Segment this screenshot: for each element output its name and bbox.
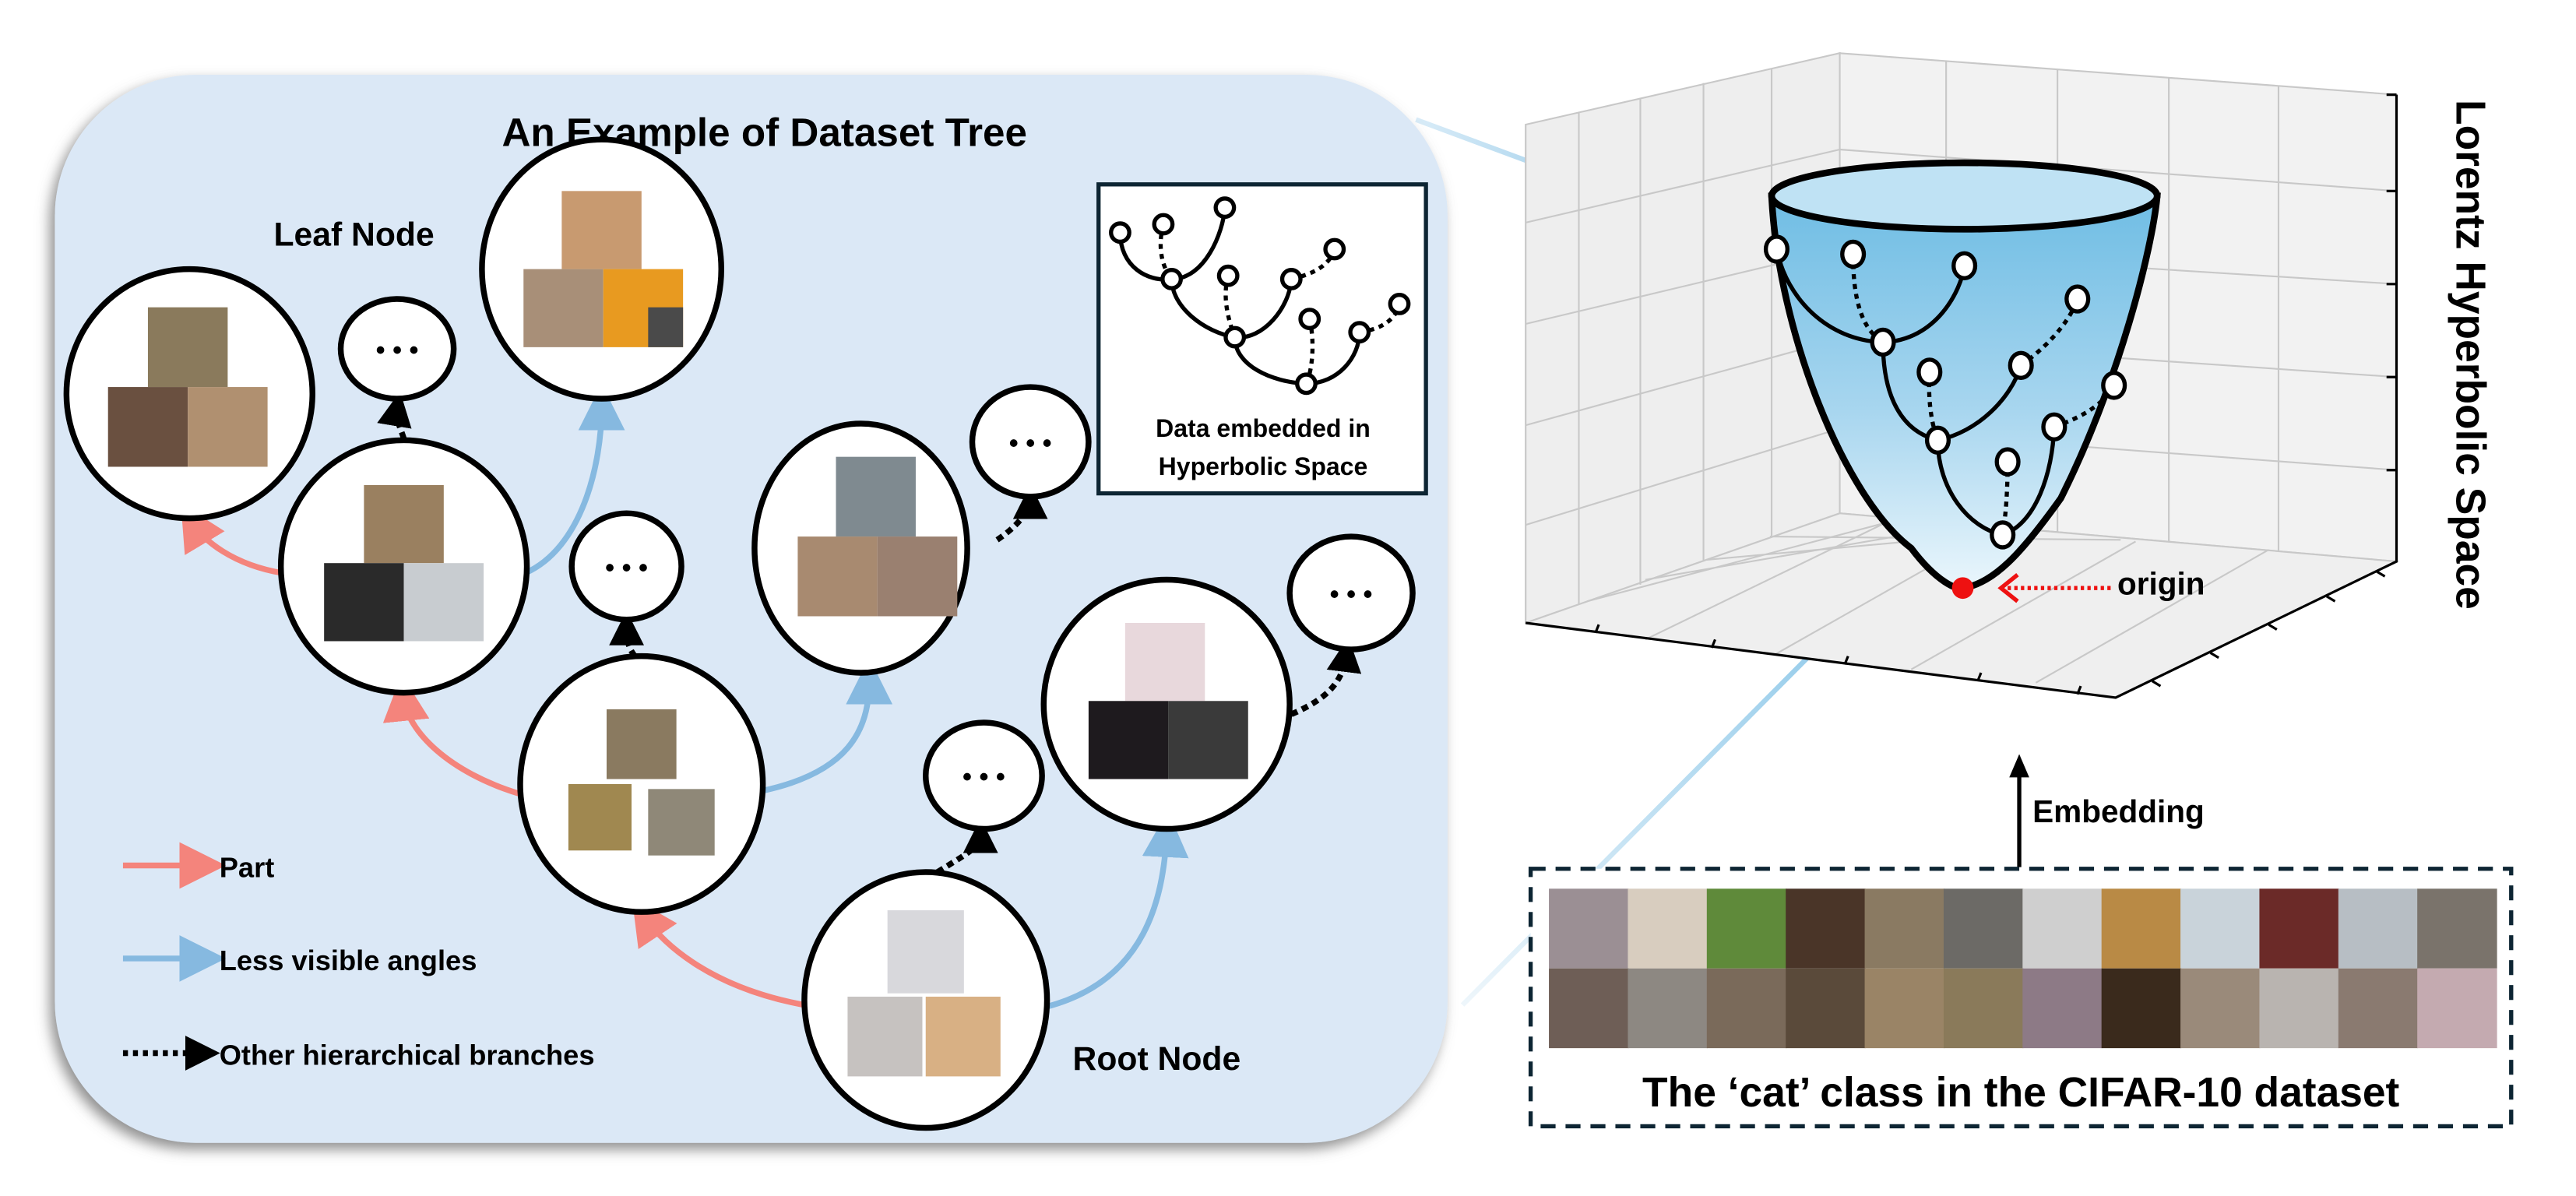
- tree-node-ellipsis-3[interactable]: • • •: [969, 384, 1092, 500]
- edge-branch-root-to-dots4: [935, 818, 998, 875]
- cifar-thumbnail: [1549, 888, 1629, 969]
- svg-text:Other hierarchical branches: Other hierarchical branches: [220, 1039, 595, 1071]
- plot-axes: [1525, 93, 2398, 699]
- cifar-thumbnail: [2338, 888, 2419, 969]
- plot-axis-label: Lorentz Hyperbolic Space: [2447, 100, 2493, 610]
- cifar-thumbnail: [2417, 888, 2497, 969]
- cifar-thumbnail: [2259, 888, 2339, 969]
- tree-node-leaf-b[interactable]: [63, 266, 315, 522]
- cifar-thumbnail: [2417, 968, 2497, 1049]
- edge-angle-e-to-d: [762, 657, 893, 794]
- cifar-thumbnail: [1943, 968, 2024, 1049]
- cifar-thumbnail: [1786, 968, 1866, 1049]
- cifar-thumbnail: [1628, 888, 1708, 969]
- edge-branch-d-to-dots3: [995, 484, 1048, 543]
- dataset-tree-panel: An Example of Dataset Tree Leaf Node Roo…: [55, 75, 1448, 1143]
- cifar-thumbnail: [2101, 888, 2182, 969]
- origin-arrow: [1997, 573, 2111, 603]
- edge-angle-root-to-f: [1046, 811, 1189, 1010]
- hyperbolic-inset: Data embedded in Hyperbolic Space: [1096, 182, 1428, 496]
- edge-part-root-to-e: [632, 897, 805, 1008]
- cifar-thumbnail: [2180, 968, 2261, 1049]
- cifar-thumbnail-grid: [1549, 888, 2497, 1049]
- ellipsis-text: • • •: [376, 336, 419, 365]
- tree-node-ellipsis-5[interactable]: • • •: [1286, 533, 1416, 653]
- cifar-thumbnail: [2101, 968, 2182, 1049]
- tree-edges: [181, 383, 1362, 1010]
- ellipsis-text: • • •: [1330, 579, 1373, 609]
- origin-point: [1951, 577, 1974, 600]
- legend-item-less-visible-angles: Less visible angles: [122, 935, 477, 982]
- tree-node-root[interactable]: [801, 869, 1050, 1131]
- ellipsis-text: • • •: [605, 553, 648, 582]
- cifar-thumbnail: [2180, 888, 2261, 969]
- bowl-tree-nodes: [1763, 234, 2127, 550]
- origin-label: origin: [2117, 566, 2205, 602]
- cifar-thumbnail: [1943, 888, 2024, 969]
- cifar-thumbnail: [1864, 888, 1945, 969]
- embedding-label: Embedding: [2032, 793, 2205, 829]
- edge-branch-c-to-dots1: [377, 391, 412, 440]
- edge-part-c-to-b: [181, 503, 283, 576]
- cifar-thumbnail: [1864, 968, 1945, 1049]
- ellipsis-text: • • •: [1009, 428, 1052, 458]
- cifar-thumbnail: [1706, 888, 1787, 969]
- tree-node-ellipsis-4[interactable]: • • •: [923, 719, 1045, 832]
- tree-node-ellipsis-1[interactable]: • • •: [337, 296, 457, 402]
- edge-branch-f-to-dots5: [1290, 637, 1362, 717]
- cifar-thumbnail: [2259, 968, 2339, 1049]
- tree-node-mid-d[interactable]: [751, 420, 970, 676]
- svg-text:Less visible angles: Less visible angles: [220, 944, 477, 976]
- inset-nodes: [1109, 196, 1411, 396]
- svg-text:Part: Part: [220, 851, 275, 883]
- hyperbolic-plot: Lorentz Hyperbolic Space: [1525, 51, 2493, 699]
- cifar-caption: The ‘cat’ class in the CIFAR-10 dataset: [1642, 1070, 2400, 1116]
- tree-node-leaf-a[interactable]: [479, 136, 724, 402]
- legend-item-other-branches: Other hierarchical branches: [122, 1036, 595, 1071]
- cifar-thumbnail: [2022, 968, 2103, 1049]
- leaf-node-label: Leaf Node: [273, 216, 434, 254]
- embedding-arrow: Embedding: [2009, 754, 2205, 867]
- edge-angle-c-to-a: [523, 383, 625, 576]
- cifar-thumbnail: [1549, 968, 1629, 1049]
- cifar-thumbnail: [2338, 968, 2419, 1049]
- cifar-thumbnail: [1706, 968, 1787, 1049]
- legend-item-part: Part: [122, 842, 275, 889]
- inset-caption-line1: Data embedded in: [1156, 414, 1371, 442]
- tree-node-mid-e[interactable]: [517, 653, 766, 915]
- inset-caption-line2: Hyperbolic Space: [1159, 452, 1368, 480]
- legend: Part Less visible angles Other hierarchi…: [122, 842, 595, 1071]
- cifar-thumbnail: [1628, 968, 1708, 1049]
- tree-node-ellipsis-2[interactable]: • • •: [568, 510, 684, 623]
- tree-node-mid-c[interactable]: [277, 437, 530, 696]
- ellipsis-text: • • •: [962, 762, 1005, 792]
- edge-part-e-to-c: [382, 674, 522, 797]
- tree-node-right-f[interactable]: [1040, 576, 1293, 832]
- cifar-thumbnail: [2022, 888, 2103, 969]
- root-node-label: Root Node: [1073, 1040, 1241, 1078]
- cifar-thumbnail: [1786, 888, 1866, 969]
- tree-nodes: • • • • • • • • •: [63, 136, 1416, 1131]
- cifar-dataset-box: The ‘cat’ class in the CIFAR-10 dataset: [1528, 867, 2514, 1129]
